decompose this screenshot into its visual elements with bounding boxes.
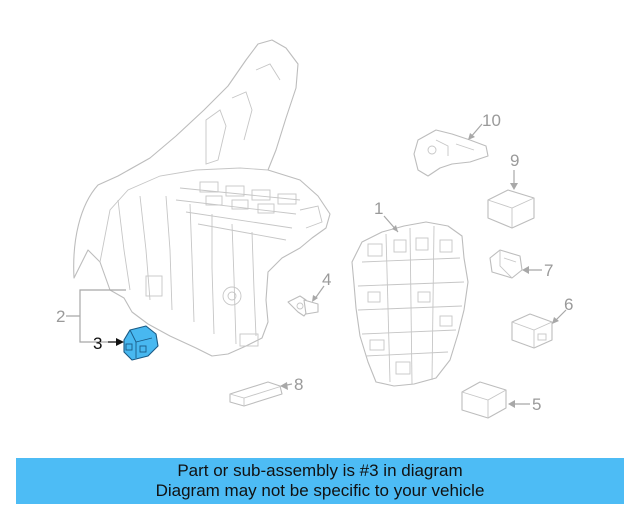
info-banner: Part or sub-assembly is #3 in diagram Di… <box>16 458 624 504</box>
part-2-housing <box>73 39 331 357</box>
callout-3: 3 <box>93 334 102 353</box>
parts-diagram: 1 2 3 4 5 6 7 8 9 10 <box>56 39 573 419</box>
part-6-fuse <box>511 313 553 349</box>
leader-line-2 <box>66 289 126 343</box>
part-1-relay-block <box>351 221 469 387</box>
callout-1: 1 <box>374 199 383 218</box>
callout-10: 10 <box>482 111 501 130</box>
callout-labels: 1 2 3 4 5 6 7 8 9 10 <box>56 111 573 414</box>
callout-4: 4 <box>322 270 331 289</box>
banner-line-disclaimer: Diagram may not be specific to your vehi… <box>155 481 485 500</box>
callout-5: 5 <box>532 395 541 414</box>
part-5-relay <box>461 381 507 419</box>
callout-2: 2 <box>56 307 65 326</box>
leader-lines <box>66 123 567 408</box>
callout-7: 7 <box>544 261 553 280</box>
part-8-fuse-strip <box>229 381 283 407</box>
part-7-relay <box>489 249 523 279</box>
callout-8: 8 <box>294 375 303 394</box>
banner-line-part-number: Part or sub-assembly is #3 in diagram <box>177 461 463 480</box>
callout-9: 9 <box>510 151 519 170</box>
part-4-bolt <box>287 295 319 317</box>
part-10-bracket <box>413 129 489 177</box>
callout-6: 6 <box>564 295 573 314</box>
part-9-relay <box>487 189 535 229</box>
part-3-connector-highlighted <box>123 325 159 361</box>
